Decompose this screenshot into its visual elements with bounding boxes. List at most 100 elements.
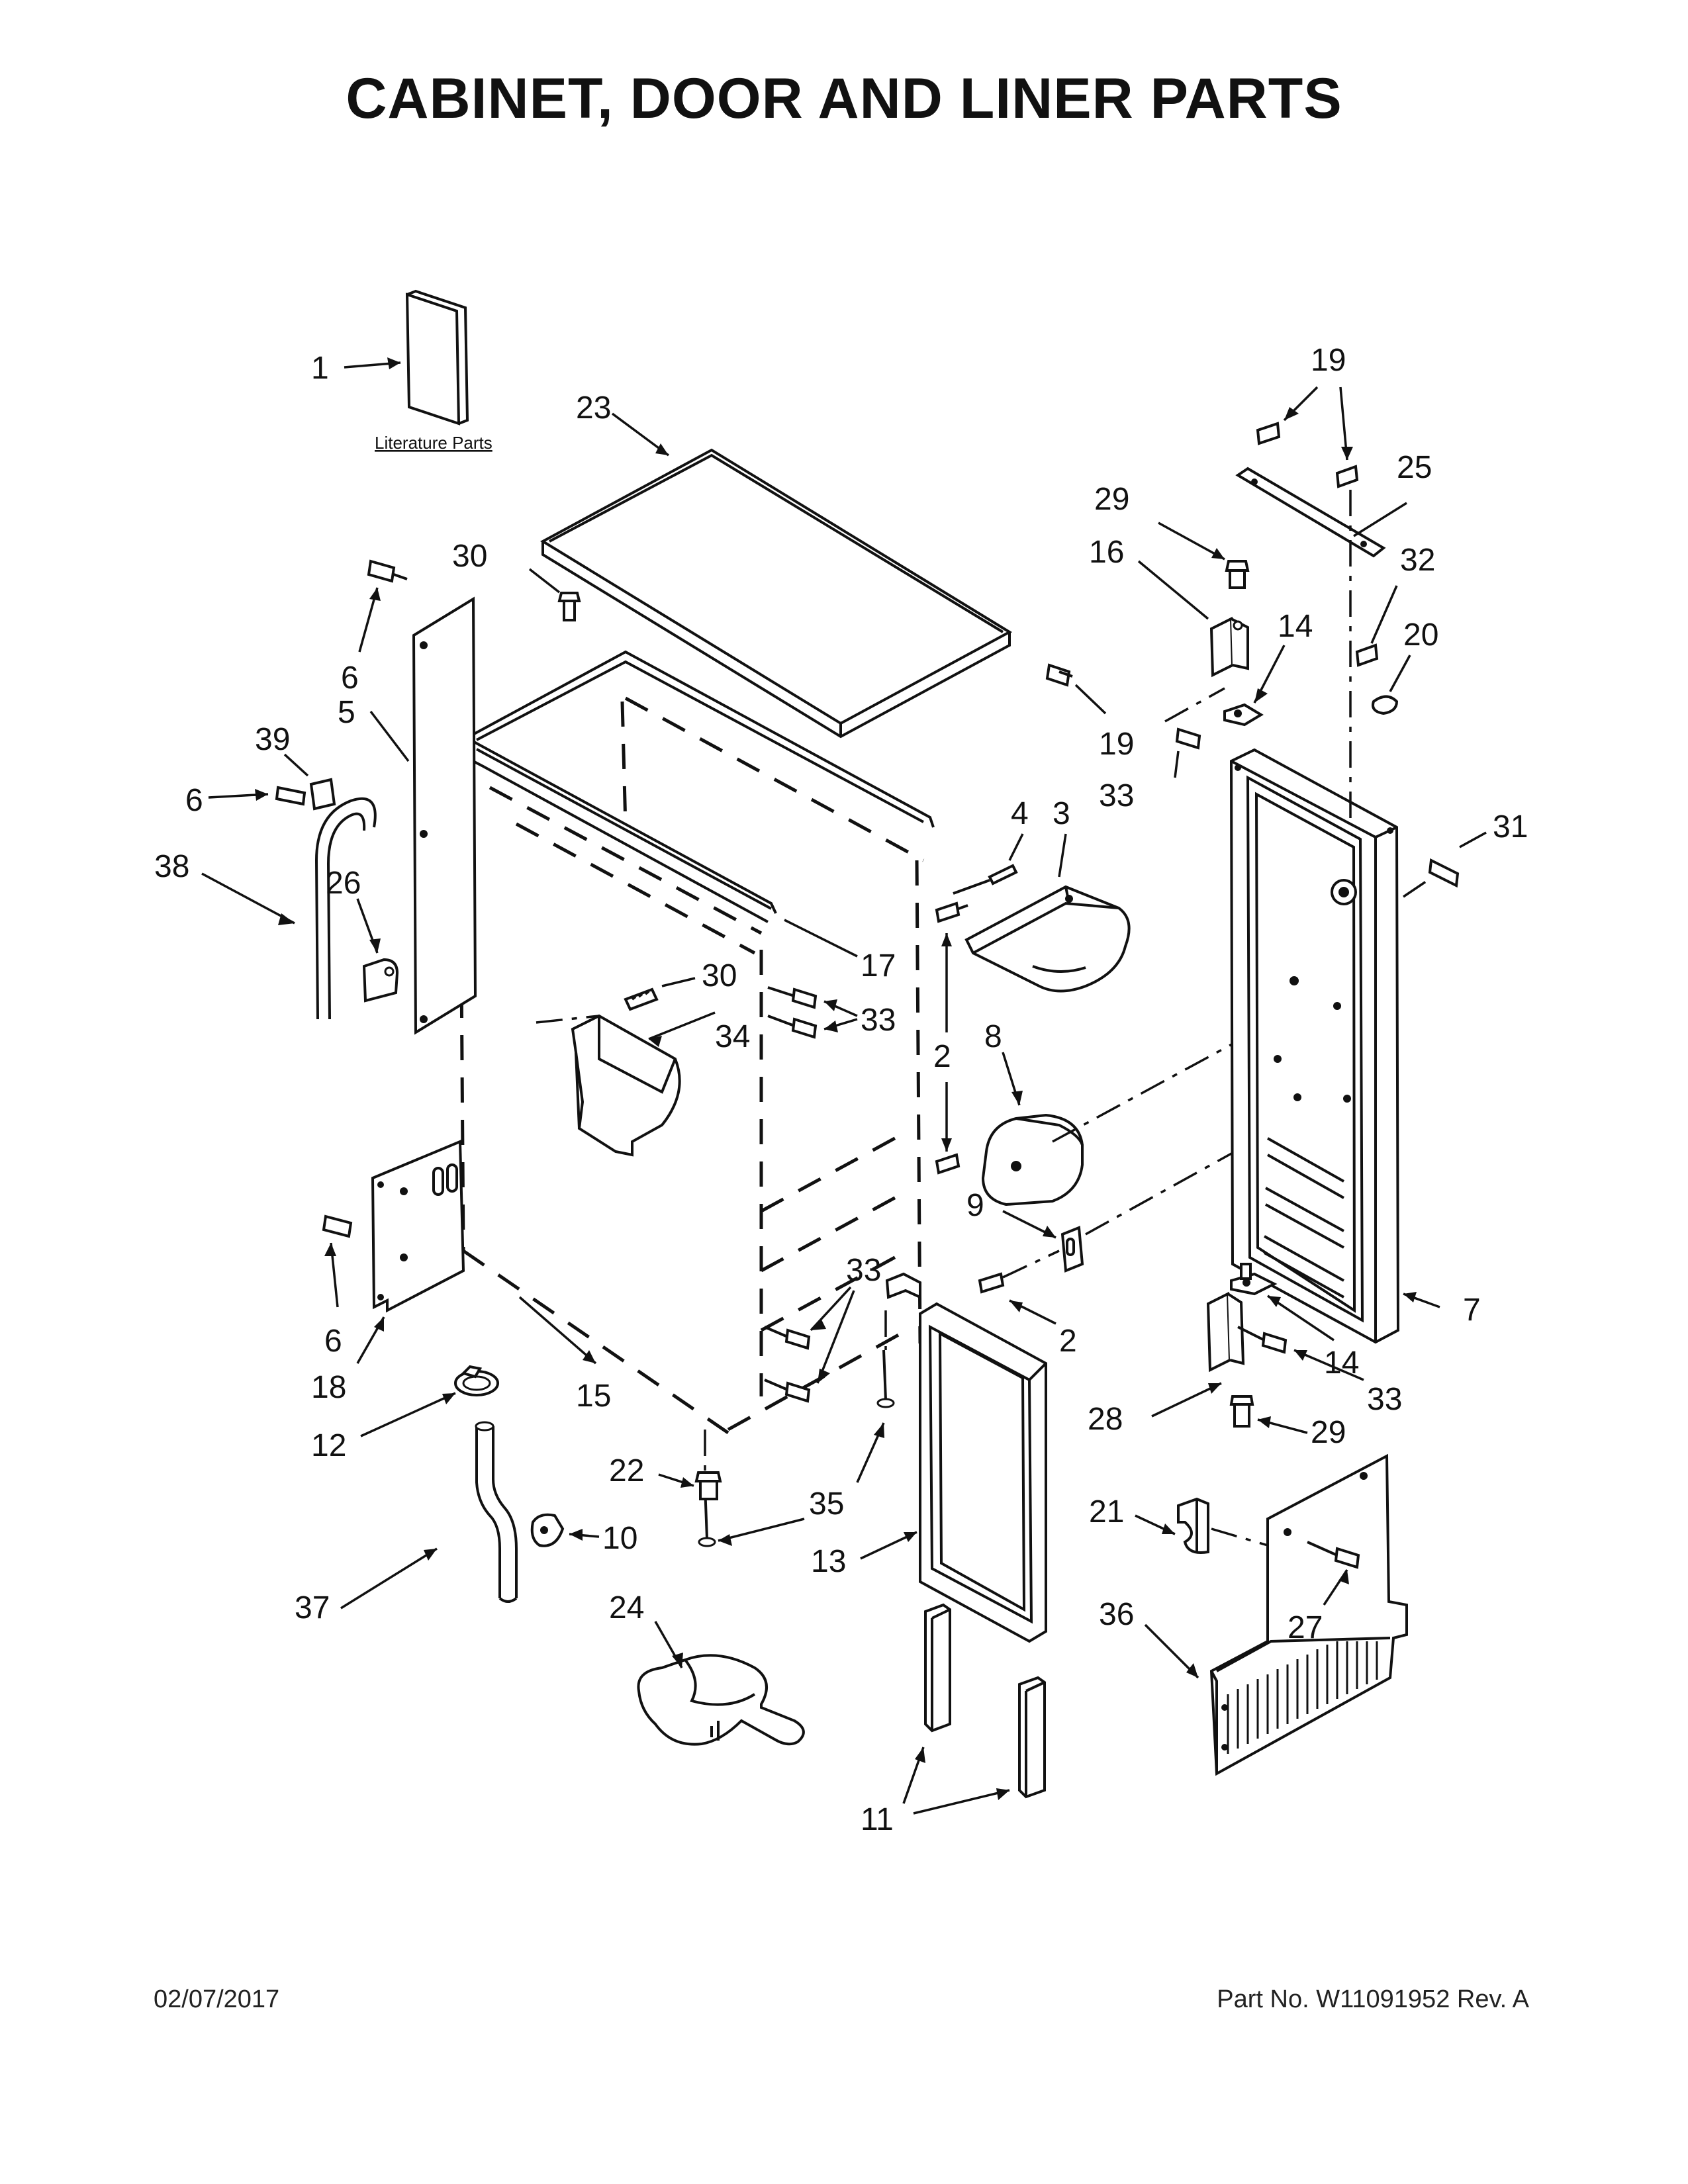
part-4-pin[interactable] [953, 864, 1018, 895]
callout-27: 27 [1288, 1610, 1323, 1645]
callout-9: 9 [966, 1188, 984, 1223]
callout-14-top: 14 [1278, 609, 1313, 644]
part-13-door-gasket[interactable] [919, 1302, 1047, 1643]
callout-2-upper: 2 [933, 1039, 951, 1074]
callout-6-left: 6 [185, 783, 203, 818]
callout-36: 36 [1099, 1597, 1134, 1632]
part-29-pin-bottom[interactable] [1229, 1395, 1254, 1428]
part-37-drain-hose[interactable] [475, 1421, 518, 1603]
callout-29-bottom: 29 [1311, 1415, 1346, 1450]
part-21-toe-bracket[interactable] [1177, 1497, 1209, 1554]
part-6-screw-top[interactable] [367, 559, 408, 583]
callout-33-bottom: 33 [1367, 1382, 1402, 1417]
part-2-screw-mid[interactable] [935, 1153, 961, 1175]
part-34-air-duct[interactable] [536, 1014, 681, 1157]
part-1-literature[interactable]: Literature Parts [375, 289, 492, 453]
callout-29-top: 29 [1094, 482, 1129, 517]
part-7-door-assembly[interactable] [1229, 748, 1400, 1344]
callout-8: 8 [984, 1019, 1002, 1054]
callout-6-top: 6 [341, 660, 359, 696]
part-6-screw-lower[interactable] [322, 1214, 353, 1238]
callout-25: 25 [1397, 450, 1432, 485]
callout-19-right: 19 [1099, 727, 1134, 762]
footer-date: 02/07/2017 [154, 1985, 280, 2013]
callout-38: 38 [154, 849, 189, 884]
callout-1: 1 [311, 351, 329, 386]
part-23-top-panel[interactable] [539, 448, 1013, 739]
callout-37: 37 [295, 1590, 330, 1625]
footer-part-number: Part No. W11091952 Rev. A [1217, 1985, 1529, 2013]
callout-19-hinge: 19 [1311, 343, 1346, 378]
part-2-screw-upper[interactable] [935, 901, 968, 923]
callout-39: 39 [255, 722, 290, 757]
callout-2-lower: 2 [1059, 1324, 1077, 1359]
callout-34: 34 [715, 1019, 750, 1054]
part-11-trim-strips[interactable] [924, 1603, 1046, 1799]
part-20-washer[interactable] [1372, 695, 1399, 715]
part-door-stop-bracket[interactable] [885, 1272, 921, 1300]
callout-4: 4 [1011, 796, 1029, 831]
part-33-screws-middle[interactable] [767, 986, 818, 1039]
part-14-hinge-cam-top[interactable] [1223, 703, 1264, 727]
callout-30-duct: 30 [702, 958, 737, 993]
callout-32: 32 [1400, 543, 1435, 578]
part-9-handle-bracket[interactable] [1060, 1226, 1084, 1273]
part-38-drain-tube[interactable] [314, 797, 377, 1020]
part-24-ice-scoop[interactable] [637, 1654, 805, 1746]
part-15-liner[interactable] [458, 696, 925, 1435]
callout-5: 5 [338, 695, 355, 730]
part-36-kickplate[interactable] [1209, 1453, 1408, 1776]
part-29-pin-top[interactable] [1225, 560, 1250, 589]
callout-17: 17 [861, 948, 896, 983]
callout-18: 18 [311, 1370, 346, 1405]
part-18-lower-plate[interactable] [371, 1140, 465, 1313]
part-10-bumper[interactable] [530, 1513, 565, 1547]
callout-16: 16 [1089, 535, 1124, 570]
part-30-screw-duct[interactable] [624, 987, 659, 1011]
part-22-leveling-leg[interactable] [694, 1471, 722, 1500]
callout-21: 21 [1089, 1494, 1124, 1529]
callout-7: 7 [1463, 1293, 1481, 1328]
callout-33-top: 33 [1099, 778, 1134, 813]
callout-10: 10 [602, 1521, 637, 1556]
callout-12: 12 [311, 1428, 346, 1463]
part-19-screws-hinge[interactable] [1256, 422, 1359, 488]
part-8-door-handle[interactable] [981, 1113, 1084, 1206]
part-26-tube-clamp[interactable] [362, 958, 399, 1003]
callout-6-lower: 6 [324, 1324, 342, 1359]
part-33-screws-lower[interactable] [764, 1326, 811, 1403]
callout-30-top: 30 [452, 539, 487, 574]
part-31-label[interactable] [1403, 858, 1460, 898]
page-title: CABINET, DOOR AND LINER PARTS [346, 67, 1342, 130]
callout-3: 3 [1053, 796, 1070, 831]
part-33-screw-hinge-bottom[interactable] [1237, 1326, 1288, 1354]
callout-15: 15 [576, 1379, 611, 1414]
part-27-screw[interactable] [1307, 1541, 1360, 1569]
part-32-screw[interactable] [1355, 643, 1379, 667]
part-14-hinge-cam-bottom[interactable] [1230, 1263, 1278, 1296]
callout-31: 31 [1493, 809, 1528, 844]
callout-33-middle: 33 [861, 1003, 896, 1038]
callout-23: 23 [576, 390, 611, 426]
callout-26: 26 [326, 866, 361, 901]
part-12-hose-clamp[interactable] [454, 1365, 499, 1396]
part-5-side-panel[interactable] [412, 596, 477, 1035]
part-16-hinge-top[interactable] [1209, 616, 1249, 678]
callout-22: 22 [609, 1453, 644, 1488]
callout-35: 35 [809, 1486, 844, 1522]
part-28-hinge-bottom[interactable] [1206, 1291, 1245, 1373]
part-33-screw-hinge-top[interactable] [1175, 727, 1201, 750]
callout-20: 20 [1403, 617, 1438, 653]
part-25-hinge-bar[interactable] [1235, 467, 1386, 558]
callout-13: 13 [811, 1544, 846, 1579]
part-39-clip[interactable] [275, 778, 336, 811]
part-19-screw-right[interactable] [1045, 663, 1073, 687]
callout-33-lower: 33 [846, 1253, 881, 1288]
callout-24: 24 [609, 1590, 644, 1625]
part-3-hinge-cover[interactable] [964, 885, 1131, 993]
part-2-screw-lower[interactable] [978, 1250, 1060, 1294]
callout-28: 28 [1088, 1402, 1123, 1437]
part-30-screw-top[interactable] [557, 592, 581, 621]
